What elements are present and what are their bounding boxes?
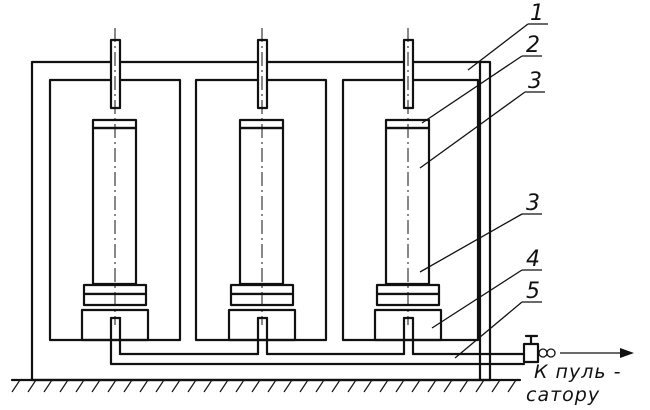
callout-3a-label: 3 bbox=[528, 69, 542, 94]
ground-base bbox=[10, 378, 522, 393]
callout-2-label: 2 bbox=[526, 33, 540, 58]
specimen-assembly-2 bbox=[227, 28, 297, 342]
destination-caption-line1: К пуль - bbox=[534, 361, 621, 383]
outer-housing bbox=[30, 60, 492, 382]
specimen-assembly-1 bbox=[80, 28, 150, 342]
callout-5-label: 5 bbox=[526, 279, 540, 304]
specimen-assembly-3 bbox=[373, 28, 443, 342]
pressure-manifold-pipe bbox=[109, 316, 526, 366]
output-arrow-icon bbox=[560, 348, 634, 358]
destination-caption-line2: сатору bbox=[526, 384, 600, 406]
valve-icon bbox=[522, 334, 556, 364]
callout-3b-label: 3 bbox=[526, 191, 540, 216]
callout-leaders bbox=[419, 23, 548, 359]
callout-1-label: 1 bbox=[530, 1, 544, 26]
callout-4-label: 4 bbox=[526, 247, 540, 272]
